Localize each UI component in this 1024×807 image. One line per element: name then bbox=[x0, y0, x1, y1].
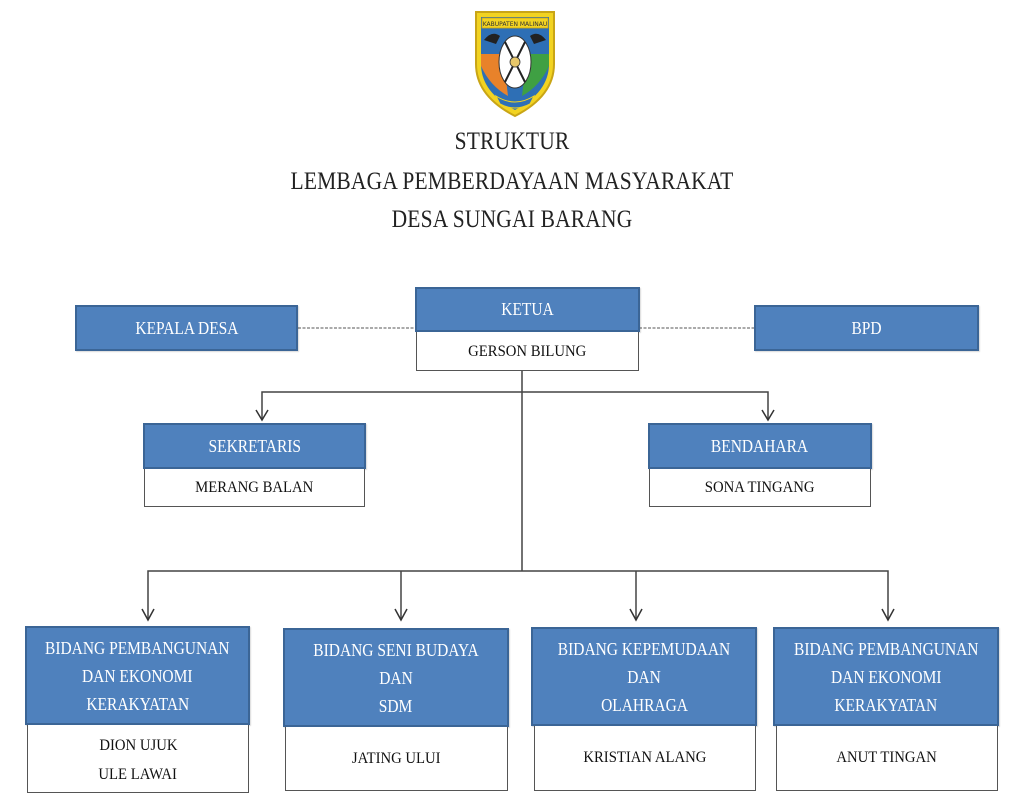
bidang-title-line: SDM bbox=[379, 696, 413, 716]
person-name: MERANG BALAN bbox=[195, 479, 314, 496]
title-line-3: DESA SUNGAI BARANG bbox=[391, 206, 633, 233]
bidang-members: ANUT TINGAN bbox=[776, 726, 998, 791]
node-kepala-desa: KEPALA DESA bbox=[75, 305, 298, 351]
node-bendahara-name: SONA TINGANG bbox=[649, 469, 871, 507]
bidang-title-line: BIDANG PEMBANGUNAN bbox=[45, 638, 230, 658]
node-title: KETUA bbox=[501, 299, 554, 319]
node-title: BPD bbox=[851, 318, 882, 338]
person-name: DION UJUK bbox=[98, 737, 178, 754]
node-ketua-name: GERSON BILUNG bbox=[416, 332, 639, 371]
bidang-title-line: KERAKYATAN bbox=[834, 695, 938, 715]
emblem-banner-text: KABUPATEN MALINAU bbox=[483, 21, 548, 28]
bidang-header: BIDANG SENI BUDAYA DAN SDM bbox=[283, 628, 509, 727]
node-sekretaris: SEKRETARIS bbox=[143, 423, 366, 469]
node-title: SEKRETARIS bbox=[208, 436, 301, 456]
arrow-bidang-3-icon bbox=[629, 608, 643, 622]
person-name: GERSON BILUNG bbox=[468, 343, 587, 360]
bidang-title-line: DAN EKONOMI bbox=[830, 667, 942, 687]
bidang-title-line: BIDANG KEPEMUDAAN DAN bbox=[557, 639, 731, 687]
node-bendahara: BENDAHARA bbox=[648, 423, 872, 469]
node-sekretaris-name: MERANG BALAN bbox=[144, 469, 365, 507]
bidang-title-line: OLAHRAGA bbox=[600, 695, 688, 715]
person-name: SONA TINGANG bbox=[705, 479, 815, 496]
bidang-title-line: KERAKYATAN bbox=[86, 694, 189, 714]
bidang-header: BIDANG PEMBANGUNAN DAN EKONOMI KERAKYATA… bbox=[25, 626, 250, 725]
node-title: KEPALA DESA bbox=[134, 318, 239, 338]
branch-line-level-3 bbox=[147, 570, 889, 620]
arrow-sekretaris-icon bbox=[255, 409, 269, 422]
person-name: ANUT TINGAN bbox=[836, 749, 938, 766]
node-title: BENDAHARA bbox=[711, 436, 809, 456]
node-bpd: BPD bbox=[754, 305, 979, 351]
arrow-bidang-4-icon bbox=[881, 608, 895, 622]
person-name: ULE LAWAI bbox=[98, 766, 178, 783]
title-line-1: STRUKTUR bbox=[454, 128, 570, 155]
bidang-header: BIDANG KEPEMUDAAN DAN OLAHRAGA bbox=[531, 627, 757, 726]
branch-line-level-2 bbox=[261, 391, 769, 419]
regency-emblem-icon: KABUPATEN MALINAU bbox=[468, 4, 562, 120]
arrow-bidang-2-icon bbox=[394, 608, 408, 622]
bidang-title-line: BIDANG SENI BUDAYA DAN bbox=[313, 640, 479, 688]
bidang-members: DION UJUK ULE LAWAI bbox=[27, 725, 249, 793]
bidang-members: KRISTIAN ALANG bbox=[534, 726, 756, 791]
person-name: JATING ULUI bbox=[352, 750, 441, 767]
node-ketua: KETUA bbox=[415, 287, 640, 332]
bidang-members: JATING ULUI bbox=[285, 727, 508, 791]
person-name: KRISTIAN ALANG bbox=[583, 749, 707, 766]
title-line-2: LEMBAGA PEMBERDAYAAN MASYARAKAT bbox=[290, 168, 734, 195]
arrow-bidang-1-icon bbox=[141, 608, 155, 622]
bidang-title-line: BIDANG PEMBANGUNAN bbox=[793, 639, 979, 659]
coat-of-arms-icon: KABUPATEN MALINAU bbox=[475, 11, 555, 118]
bidang-title-line: DAN EKONOMI bbox=[82, 666, 193, 686]
bidang-header: BIDANG PEMBANGUNAN DAN EKONOMI KERAKYATA… bbox=[773, 627, 999, 726]
arrow-bendahara-icon bbox=[761, 409, 775, 422]
